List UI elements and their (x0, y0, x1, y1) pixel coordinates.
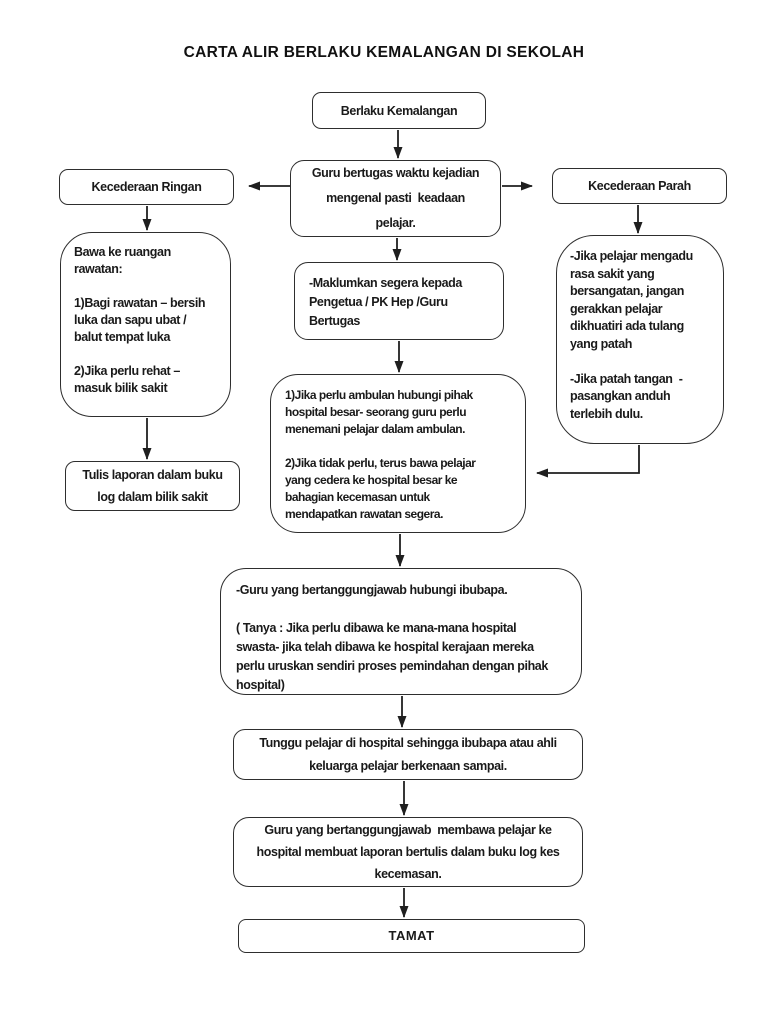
node-label: Tunggu pelajar di hospital sehingga ibub… (259, 735, 557, 773)
node-ambulan-hospital: 1)Jika perlu ambulan hubungi pihak hospi… (270, 374, 526, 533)
node-berlaku-kemalangan: Berlaku Kemalangan (312, 92, 486, 129)
node-label: -Guru yang bertanggungjawab hubungi ibub… (236, 583, 548, 692)
arrow-severecare-to-ambulance (536, 445, 640, 478)
node-tamat: TAMAT (238, 919, 585, 953)
node-jangan-gerakkan-pelajar: -Jika pelajar mengadu rasa sakit yang be… (556, 235, 724, 444)
node-label: Guru yang bertanggungjawab membawa pelaj… (256, 823, 560, 881)
node-label: TAMAT (388, 928, 435, 943)
node-label: Berlaku Kemalangan (340, 103, 458, 118)
node-tunggu-di-hospital: Tunggu pelajar di hospital sehingga ibub… (233, 729, 583, 780)
node-hubungi-ibubapa: -Guru yang bertanggungjawab hubungi ibub… (220, 568, 582, 695)
node-maklumkan-pengetua: -Maklumkan segera kepada Pengetua / PK H… (294, 262, 504, 340)
node-label: Guru bertugas waktu kejadian mengenal pa… (311, 166, 480, 230)
node-guru-bertugas-kenalpasti: Guru bertugas waktu kejadian mengenal pa… (290, 160, 501, 237)
node-label: Kecederaan Parah (588, 179, 691, 193)
node-label: Kecederaan Ringan (91, 180, 202, 194)
node-kecederaan-parah: Kecederaan Parah (552, 168, 727, 204)
node-bawa-ke-ruangan-rawatan: Bawa ke ruangan rawatan: 1)Bagi rawatan … (60, 232, 231, 417)
node-label: 1)Jika perlu ambulan hubungi pihak hospi… (285, 388, 476, 521)
node-tulis-laporan-buku-log: Tulis laporan dalam buku log dalam bilik… (65, 461, 240, 511)
node-laporan-buku-log-kecemasan: Guru yang bertanggungjawab membawa pelaj… (233, 817, 583, 887)
node-label: -Maklumkan segera kepada Pengetua / PK H… (309, 276, 462, 328)
node-label: Bawa ke ruangan rawatan: 1)Bagi rawatan … (74, 245, 206, 395)
node-label: -Jika pelajar mengadu rasa sakit yang be… (570, 249, 693, 421)
node-label: Tulis laporan dalam buku log dalam bilik… (82, 468, 223, 504)
node-kecederaan-ringan: Kecederaan Ringan (59, 169, 234, 205)
page-title: CARTA ALIR BERLAKU KEMALANGAN DI SEKOLAH (183, 44, 585, 61)
